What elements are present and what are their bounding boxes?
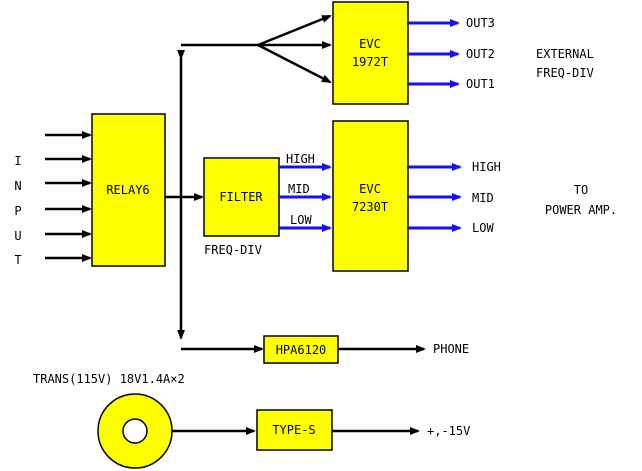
out1-label: OUT1: [466, 77, 495, 91]
input-letter: U: [14, 229, 21, 243]
band-mid-label: MID: [288, 182, 310, 196]
evc7230t-block: EVC 7230T: [332, 120, 409, 272]
amp-label-1: TO: [574, 183, 588, 197]
trans-label: TRANS(115V) 18V1.4A×2: [33, 372, 185, 386]
toroid-transformer: [97, 393, 173, 469]
hpa6120-block: HPA6120: [263, 335, 339, 364]
external-label-2: FREQ-DIV: [536, 66, 594, 80]
hpa6120-label: HPA6120: [276, 343, 327, 357]
freq-div-label: FREQ-DIV: [204, 243, 262, 257]
out2-label: OUT2: [466, 47, 495, 61]
fanout-wire-out1: [257, 43, 332, 84]
input-letter: T: [14, 253, 21, 267]
amp-low-label: LOW: [472, 221, 494, 235]
input-letter: N: [14, 179, 21, 193]
amp-high-label: HIGH: [472, 160, 501, 174]
evc1972t-label-1: EVC: [359, 37, 381, 51]
filter-block: FILTER: [203, 157, 280, 237]
fanout-wire-out3: [257, 14, 332, 47]
relay-label: RELAY6: [106, 183, 149, 197]
filter-label: FILTER: [219, 190, 263, 204]
evc7230t-label-1: EVC: [359, 182, 381, 196]
out3-label: OUT3: [466, 16, 495, 30]
external-label-1: EXTERNAL: [536, 47, 594, 61]
amp-mid-label: MID: [472, 191, 494, 205]
evc7230t-label-2: 7230T: [352, 200, 388, 214]
input-letter: P: [14, 204, 21, 218]
evc1972t-block: EVC 1972T: [332, 1, 409, 105]
phone-label: PHONE: [433, 342, 469, 356]
input-letter: I: [14, 154, 21, 168]
types-label: TYPE-S: [272, 423, 315, 437]
band-high-label: HIGH: [286, 152, 315, 166]
supply-label: +,-15V: [427, 424, 470, 438]
evc1972t-label-2: 1972T: [352, 55, 388, 69]
types-block: TYPE-S: [256, 409, 333, 451]
band-low-label: LOW: [290, 213, 312, 227]
input-arrows: [45, 131, 92, 262]
relay-block: RELAY6: [91, 113, 166, 267]
amp-label-2: POWER AMP.: [545, 203, 617, 217]
input-label: I N P U T: [14, 154, 21, 267]
